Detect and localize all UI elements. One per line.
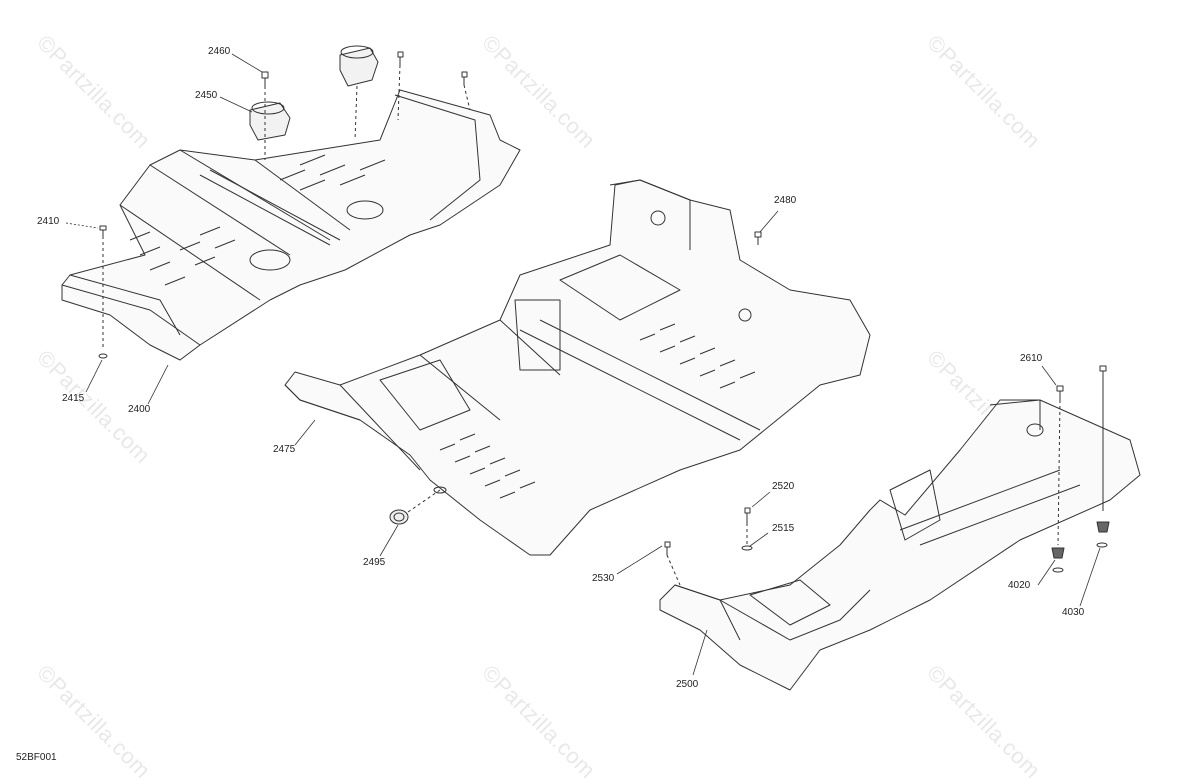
floor-panel-2500	[659, 365, 1141, 691]
callout-2495: 2495	[363, 557, 386, 568]
floor-panel-2400	[61, 45, 521, 361]
callout-2480: 2480	[774, 195, 797, 206]
callout-2520: 2520	[772, 481, 795, 492]
callout-2460: 2460	[208, 46, 231, 57]
callout-2530: 2530	[592, 573, 615, 584]
diagram-code: 52BF001	[16, 752, 57, 763]
callout-2415: 2415	[62, 393, 85, 404]
leader-lines	[65, 53, 1101, 676]
floor-panel-2475	[284, 179, 871, 556]
callout-2475: 2475	[273, 444, 296, 455]
callout-2400: 2400	[128, 404, 151, 415]
callout-2515: 2515	[772, 523, 795, 534]
callout-4030: 4030	[1062, 607, 1085, 618]
callout-2450: 2450	[195, 90, 218, 101]
callout-2410: 2410	[37, 216, 60, 227]
callout-4020: 4020	[1008, 580, 1031, 591]
callout-2500: 2500	[676, 679, 699, 690]
callout-2610: 2610	[1020, 353, 1043, 364]
